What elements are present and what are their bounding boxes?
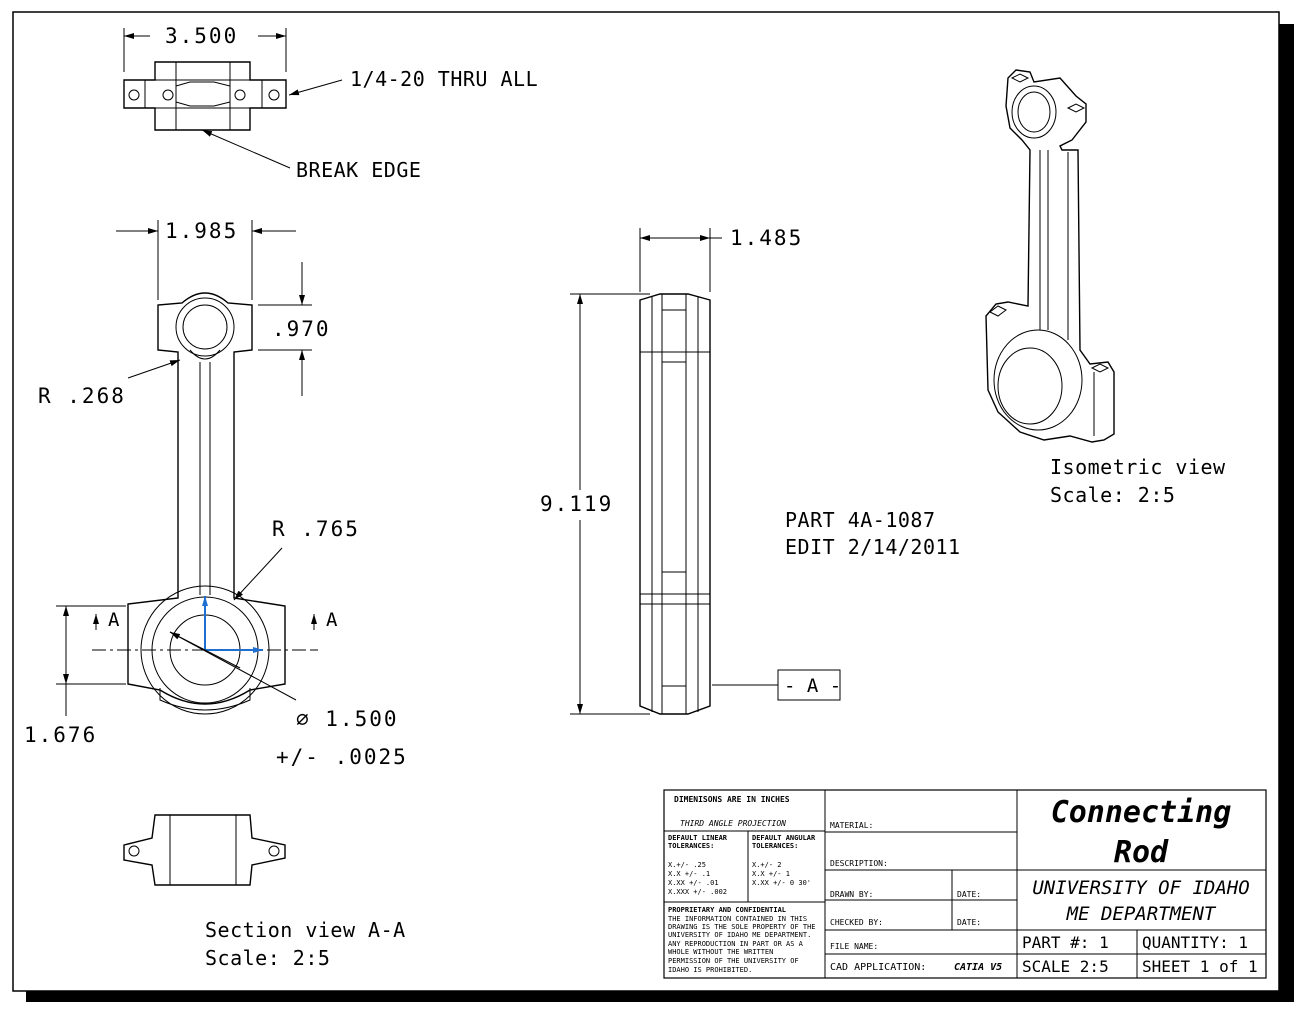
- linear-tol-2: X.X +/- .1: [668, 870, 710, 878]
- file-name-label: FILE NAME:: [830, 942, 878, 951]
- scale: SCALE 2:5: [1022, 957, 1109, 976]
- material-label: MATERIAL:: [830, 821, 873, 830]
- angular-tol-header-2: TOLERANCES:: [752, 842, 798, 850]
- linear-tol-1: X.+/- .25: [668, 861, 706, 869]
- proprietary-line-4: ANY REPRODUCTION IN PART OR AS A: [668, 940, 804, 948]
- dim-bore-diameter: ⌀ 1.500: [296, 707, 399, 731]
- drawn-date-label: DATE:: [957, 890, 981, 899]
- drawing-title-line-2: Rod: [1114, 835, 1169, 870]
- datum-label: - A -: [784, 675, 841, 697]
- proprietary-line-3: UNIVERSITY OF IDAHO ME DEPARTMENT.: [668, 931, 811, 939]
- linear-tol-header-1: DEFAULT LINEAR: [668, 834, 728, 842]
- linear-tol-3: X.XX +/- .01: [668, 879, 719, 887]
- dim-thickness: 1.485: [730, 226, 803, 250]
- section-arrow-left-label: A: [108, 609, 120, 631]
- checked-date-label: DATE:: [957, 918, 981, 927]
- top-view: 3.500 1/4-20 THRU ALL BREAK EDGE: [123, 24, 538, 182]
- proprietary-header: PROPRIETARY AND CONFIDENTIAL: [668, 906, 786, 914]
- title-block: DIMENISONS ARE IN INCHES THIRD ANGLE PRO…: [663, 789, 1267, 979]
- proprietary-line-5: WHOLE WITHOUT THE WRITTEN: [668, 948, 773, 956]
- sheet-number: SHEET 1 of 1: [1142, 957, 1258, 976]
- proprietary-line-7: IDAHO IS PROHIBITED.: [668, 966, 752, 974]
- front-view: A A 1.985 .970 R .268 R .765 1.676 ⌀ 1.5…: [24, 219, 408, 769]
- proprietary-line-6: PERMISSION OF THE UNIVERSITY OF: [668, 957, 799, 965]
- drawn-by-label: DRAWN BY:: [830, 890, 873, 899]
- proprietary-line-2: DRAWING IS THE SOLE PROPERTY OF THE: [668, 923, 816, 931]
- side-view: 1.485 9.119 - A -: [540, 226, 841, 715]
- edit-date-note: EDIT 2/14/2011: [785, 535, 961, 559]
- dim-overall-length: 9.119: [540, 492, 613, 516]
- cad-application-value: CATIA V5: [954, 962, 1002, 973]
- proprietary-line-1: THE INFORMATION CONTAINED IN THIS: [668, 915, 807, 923]
- thread-note: 1/4-20 THRU ALL: [350, 67, 538, 91]
- dim-bore-tolerance: +/- .0025: [276, 745, 408, 769]
- units-note: DIMENISONS ARE IN INCHES: [674, 795, 790, 804]
- linear-tol-header-2: TOLERANCES:: [668, 842, 714, 850]
- quantity: QUANTITY: 1: [1142, 933, 1248, 952]
- break-edge-note: BREAK EDGE: [296, 158, 421, 182]
- angular-tol-3: X.XX +/- 0 30': [752, 879, 811, 887]
- isometric-view: Isometric view Scale: 2:5: [985, 69, 1226, 507]
- projection-note: THIRD ANGLE PROJECTION: [680, 819, 786, 828]
- dim-big-end-height: 1.676: [24, 723, 97, 747]
- checked-by-label: CHECKED BY:: [830, 918, 883, 927]
- angular-tol-2: X.X +/- 1: [752, 870, 790, 878]
- description-label: DESCRIPTION:: [830, 859, 888, 868]
- part-number: PART #: 1: [1022, 933, 1109, 952]
- part-number-note: PART 4A-1087: [785, 508, 936, 532]
- cad-application-label: CAD APPLICATION:: [830, 962, 926, 973]
- section-arrow-right-label: A: [326, 609, 338, 631]
- dim-small-end-width: 1.985: [165, 219, 238, 243]
- angular-tol-1: X.+/- 2: [752, 861, 782, 869]
- section-view-label: Section view A-A: [205, 918, 406, 942]
- drawing-title-line-1: Connecting: [1051, 795, 1232, 830]
- isometric-view-scale: Scale: 2:5: [1050, 483, 1175, 507]
- linear-tol-4: X.XXX +/- .002: [668, 888, 727, 896]
- isometric-view-label: Isometric view: [1050, 455, 1226, 479]
- university-name: UNIVERSITY OF IDAHO: [1032, 877, 1249, 899]
- dim-fillet-large: R .765: [272, 517, 360, 541]
- section-view-scale: Scale: 2:5: [205, 946, 330, 970]
- dim-fillet-small: R .268: [38, 384, 126, 408]
- dim-small-end-height: .970: [272, 317, 331, 341]
- department-name: ME DEPARTMENT: [1066, 903, 1217, 925]
- section-view: Section view A-A Scale: 2:5: [123, 814, 406, 970]
- angular-tol-header-1: DEFAULT ANGULAR: [752, 834, 816, 842]
- dim-top-width: 3.500: [165, 24, 238, 48]
